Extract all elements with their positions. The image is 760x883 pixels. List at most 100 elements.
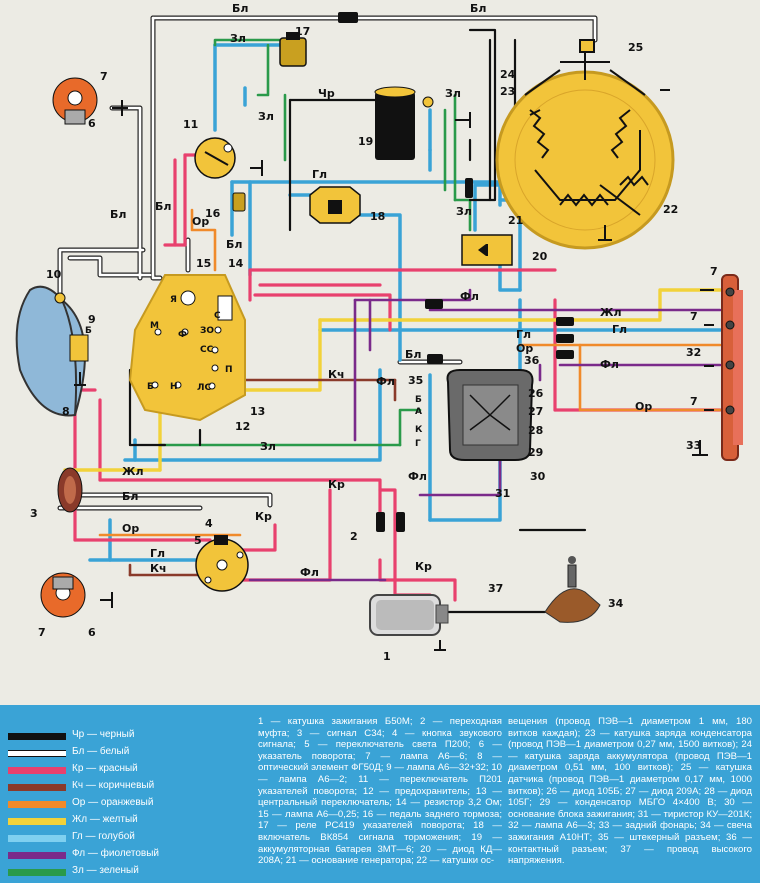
ignition-coil (369, 594, 449, 636)
component-number: 25 (628, 41, 643, 54)
wire-label: Бл (226, 238, 242, 251)
component-number: 29 (528, 446, 543, 459)
legend-item: Жл — желтый (8, 813, 248, 831)
terminal-label: Ф (178, 330, 187, 340)
legend-swatch (8, 818, 66, 825)
wiring-svg: 1 2 3 4 5 6 7 8 9 10 11 12 13 14 15 16 1… (15, 2, 743, 663)
wire-label: Фл (460, 290, 479, 303)
legend-text: Жл — желтый (72, 814, 138, 825)
terminal-label: Г (415, 439, 421, 449)
terminal-label: А (415, 407, 422, 417)
component-number: 18 (370, 210, 385, 223)
legend-item: Гл — голубой (8, 830, 248, 848)
legend-text: Чр — черный (72, 729, 135, 740)
component-number: 27 (528, 405, 543, 418)
component-number: 4 (205, 517, 213, 530)
component-number: 15 (196, 257, 211, 270)
legend-swatch (8, 835, 66, 842)
wire-label: Зл (456, 205, 472, 218)
component-number-labels: 1 2 3 4 5 6 7 8 9 10 11 12 13 14 15 16 1… (30, 25, 718, 663)
legend-text: Кч — коричневый (72, 780, 155, 791)
wire-label: Фл (408, 470, 427, 483)
component-number: 8 (62, 405, 70, 418)
legend-item: Кр — красный (8, 762, 248, 780)
legend-text: Бл — белый (72, 746, 130, 757)
component-number: 17 (295, 25, 310, 38)
terminal-label: Б (415, 395, 422, 405)
component-number: 34 (608, 597, 624, 610)
component-number: 6 (88, 626, 96, 639)
component-number: 35 (408, 374, 423, 387)
wire-label: Гл (150, 547, 165, 560)
light-switch (195, 535, 249, 592)
terminal-label: С (214, 311, 221, 321)
wire-label: Кч (150, 562, 167, 575)
terminal-label: Я (170, 295, 177, 305)
component-number: 28 (528, 424, 543, 437)
ground-symbols (74, 89, 714, 651)
wire-label: Гл (612, 323, 627, 336)
component-number: 11 (183, 118, 198, 131)
ignition-unit (446, 369, 534, 461)
legend-item: Фл — фиолетовый (8, 847, 248, 865)
spark-plug (544, 556, 601, 623)
terminal-label: СС (200, 345, 214, 355)
terminal-label: М (150, 321, 159, 331)
terminal-label: ЛС (197, 383, 211, 393)
component-number: 31 (495, 487, 510, 500)
wire-label: Бл (155, 200, 171, 213)
wire-label: Фл (300, 566, 319, 579)
component-number: 2 (350, 530, 358, 543)
wire-label: Бл (122, 490, 138, 503)
component-number: 20 (532, 250, 548, 263)
terminal-label: ЗО (200, 326, 214, 336)
wire-label: Бл (405, 348, 421, 361)
wire-label: Ор (122, 522, 139, 535)
legend-text: Фл — фиолетовый (72, 848, 159, 859)
component-number: 5 (194, 534, 202, 547)
diode-block (461, 234, 513, 266)
legend-item: Зл — зеленый (8, 864, 248, 882)
component-number: 36 (524, 354, 540, 367)
wiring-diagram: 1 2 3 4 5 6 7 8 9 10 11 12 13 14 15 16 1… (15, 2, 743, 663)
rear-light (721, 274, 743, 461)
component-number: 32 (686, 346, 701, 359)
component-number: 9 (88, 313, 96, 326)
legend-item: Ор — оранжевый (8, 796, 248, 814)
wire-label: Зл (258, 110, 274, 123)
terminal-label: Н (170, 382, 178, 392)
wire-label: Ор (516, 342, 533, 355)
legend-item: Кч — коричневый (8, 779, 248, 797)
wire-label: Зл (445, 87, 461, 100)
component-number: 14 (228, 257, 244, 270)
component-number: 37 (488, 582, 503, 595)
terminal-labels: М Ф ЗО С СС Б Н П ЛС Я Б Б А К Г (85, 295, 423, 449)
turn-signal-rear (40, 572, 86, 618)
turn-switch (194, 137, 236, 179)
terminal-label: К (415, 425, 423, 435)
component-number: 19 (358, 135, 373, 148)
legend-panel (0, 705, 760, 883)
terminal-label: Б (147, 382, 154, 392)
legend-text: Гл — голубой (72, 831, 135, 842)
component-number: 21 (508, 214, 523, 227)
wire-label: Кр (328, 478, 345, 491)
description-column-2: вещения (провод ПЭВ—1 диаметром 1 мм, 18… (508, 716, 752, 867)
component-number: 16 (205, 207, 221, 220)
terminal-label: П (225, 365, 233, 375)
central-switch (128, 274, 246, 422)
legend-item: Бл — белый (8, 745, 248, 763)
legend-text: Ор — оранжевый (72, 797, 154, 808)
component-number: 10 (46, 268, 62, 281)
description-column-1: 1 — катушка зажигания Б50М; 2 — переходн… (258, 716, 502, 867)
headlight (15, 285, 89, 417)
wire-label: Ор (192, 215, 209, 228)
wire-label: Кч (328, 368, 345, 381)
wire-label: Кр (255, 510, 272, 523)
wire-label: Бл (110, 208, 126, 221)
legend-swatch (8, 852, 66, 859)
wire-label: Бл (470, 2, 486, 15)
component-number: 13 (250, 405, 265, 418)
component-number: 7 (690, 310, 698, 323)
component-number: 7 (690, 395, 698, 408)
